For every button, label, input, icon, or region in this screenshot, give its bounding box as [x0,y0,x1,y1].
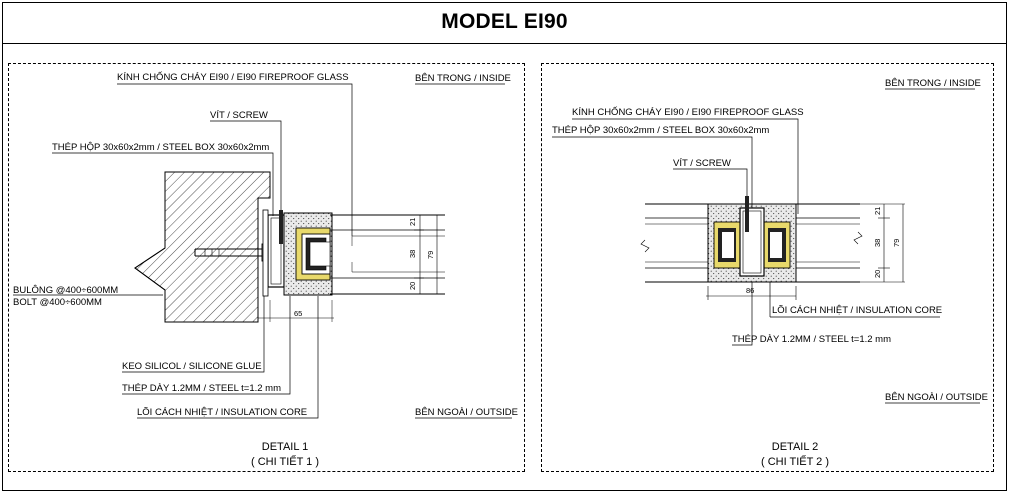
caption-chi-tiet-2: ( CHI TIẾT 2 ) [761,455,829,468]
label-bolt-en: BOLT @400÷600MM [13,297,102,308]
screw [279,210,283,244]
dim-20: 20 [408,282,417,290]
caption-detail-1: DETAIL 1 [262,441,308,453]
concrete-wall [134,171,271,323]
detail-2-leaders [552,88,980,404]
dim-21: 21 [873,207,882,215]
fireproof-glass-right [792,203,860,283]
detail-2-panel [541,63,994,472]
label-inside: BÊN TRONG / INSIDE [885,78,981,89]
label-steel-box: THÉP HỘP 30x60x2mm / STEEL BOX 30x60x2mm [52,142,269,153]
label-insulation-core: LÕI CÁCH NHIỆT / INSULATION CORE [772,305,942,316]
label-outside: BÊN NGOÀI / OUTSIDE [885,392,988,403]
fireproof-glass-left [645,203,712,283]
label-glass: KÍNH CHỐNG CHÁY EI90 / EI90 FIREPROOF GL… [572,106,804,118]
detail-2-dimensions [706,203,905,300]
label-inside: BÊN TRONG / INSIDE [415,73,511,84]
central-mullion [707,203,797,283]
steel-box [739,207,765,277]
label-steel-sheet: THÉP DÀY 1.2MM / STEEL t=1.2 mm [732,334,891,345]
label-steel-sheet: THÉP DÀY 1.2MM / STEEL t=1.2 mm [122,383,281,394]
label-silicone: KEO SILICOL / SILICONE GLUE [122,361,262,372]
label-outside: BÊN NGOÀI / OUTSIDE [415,407,518,418]
label-screw: VÍT / SCREW [673,158,731,169]
dim-38: 38 [408,250,417,258]
dim-21: 21 [408,218,417,226]
caption-detail-2: DETAIL 2 [772,441,818,453]
label-glass: KÍNH CHỐNG CHÁY EI90 / EI90 FIREPROOF GL… [117,71,349,83]
dim-79: 79 [892,239,901,247]
page-title: MODEL EI90 [441,10,568,33]
glass-frame-profile [283,212,333,296]
detail-1-drawing: 21 38 20 79 65 KÍNH CHỐNG CHÁY EI90 / EI… [13,71,518,468]
detail-1-dimensions [258,214,445,322]
label-bolt-vn: BULÔNG @400÷600MM [13,285,118,296]
caption-chi-tiet-1: ( CHI TIẾT 1 ) [251,455,319,468]
label-insulation-core: LÕI CÁCH NHIỆT / INSULATION CORE [137,407,307,418]
dim-65: 65 [294,309,302,318]
title-bar: MODEL EI90 [2,2,1007,44]
screw [745,196,749,232]
dim-20: 20 [873,270,882,278]
dim-38: 38 [873,239,882,247]
detail-1-leaders [13,83,512,419]
label-steel-box: THÉP HỘP 30x60x2mm / STEEL BOX 30x60x2mm [552,125,769,136]
detail-1-panel [8,63,525,472]
detail-2-drawing: 21 38 20 79 86 KÍNH CHỐNG CHÁY EI90 / EI… [552,78,988,468]
dim-79: 79 [426,251,435,259]
dim-86: 86 [746,286,754,295]
label-screw: VÍT / SCREW [210,110,268,121]
